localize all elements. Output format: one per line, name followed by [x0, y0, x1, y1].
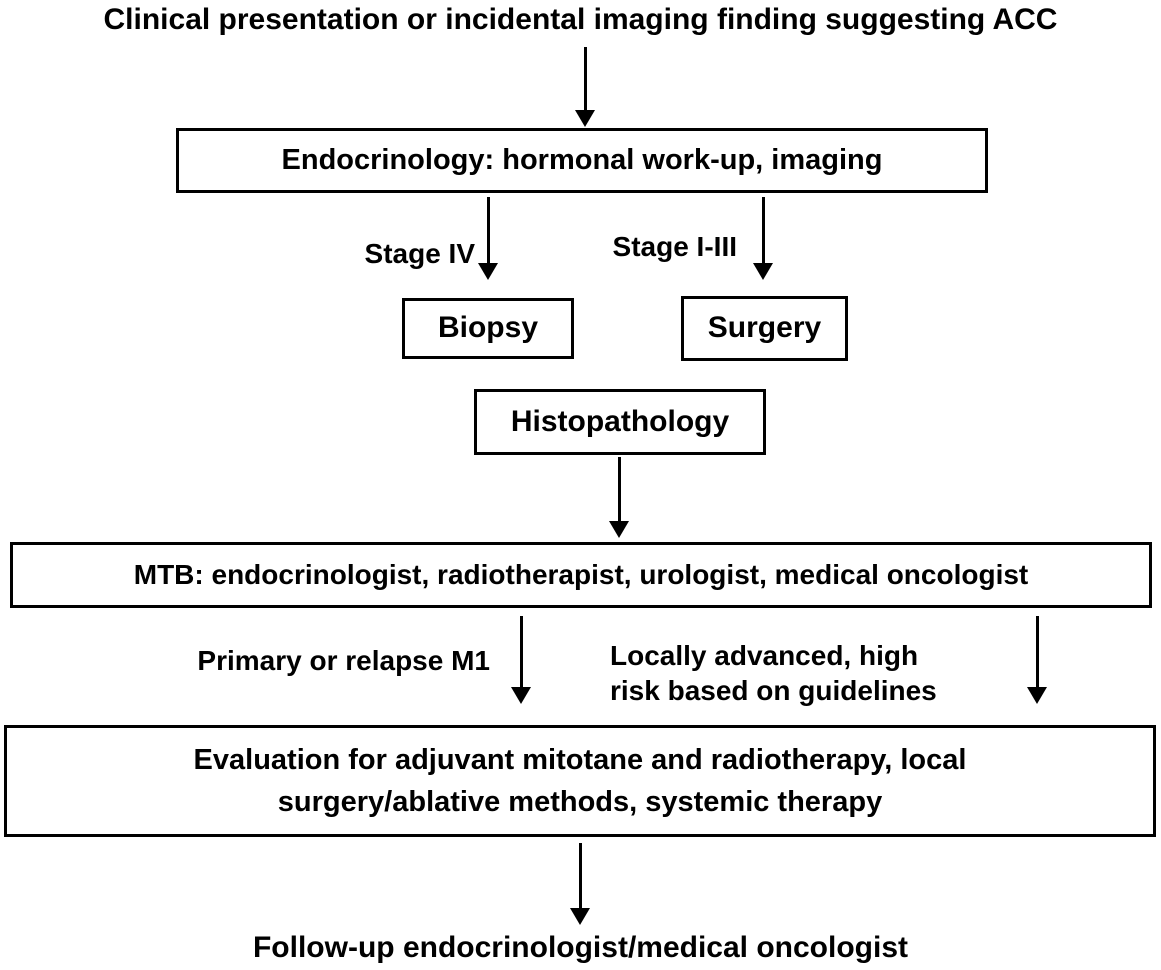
arrow-evaluation-to-followup	[569, 843, 591, 925]
node-surgery: Surgery	[681, 296, 848, 361]
arrow-shaft	[1035, 616, 1039, 689]
node-evaluation: Evaluation for adjuvant mitotane and rad…	[4, 725, 1156, 837]
arrow-mtb-to-evaluation-left	[510, 616, 532, 704]
node-mtb: MTB: endocrinologist, radiotherapist, ur…	[10, 542, 1152, 608]
edge-label-primary-or-relapse-m1: Primary or relapse M1	[197, 645, 490, 676]
arrow-shaft	[519, 616, 523, 689]
arrow-head-icon	[753, 263, 773, 280]
start-node-text: Clinical presentation or incidental imag…	[103, 3, 1058, 36]
arrow-shaft	[486, 197, 490, 265]
arrow-head-icon	[575, 110, 595, 127]
end-node-text: Follow-up endocrinologist/medical oncolo…	[252, 931, 908, 964]
arrow-histopathology-to-mtb	[608, 457, 630, 538]
arrow-shaft	[578, 843, 582, 910]
arrow-endocrinology-to-surgery	[752, 197, 774, 280]
arrow-start-to-endocrinology	[574, 47, 596, 127]
node-endocrinology: Endocrinology: hormonal work-up, imaging	[176, 128, 988, 193]
node-biopsy: Biopsy	[402, 298, 574, 359]
node-histopathology: Histopathology	[474, 389, 766, 455]
arrow-mtb-to-evaluation-right	[1026, 616, 1048, 704]
edge-label-locally-advanced: Locally advanced, high risk based on gui…	[610, 640, 937, 706]
edge-label-stage-iv: Stage IV	[364, 238, 475, 269]
arrow-head-icon	[478, 263, 498, 280]
arrow-shaft	[617, 457, 621, 523]
arrow-head-icon	[570, 908, 590, 925]
arrow-endocrinology-to-biopsy	[477, 197, 499, 280]
arrow-shaft	[583, 47, 587, 112]
arrow-shaft	[761, 197, 765, 265]
arrow-head-icon	[609, 521, 629, 538]
arrow-head-icon	[511, 687, 531, 704]
arrow-head-icon	[1027, 687, 1047, 704]
edge-label-stage-i-iii: Stage I-III	[612, 231, 737, 262]
